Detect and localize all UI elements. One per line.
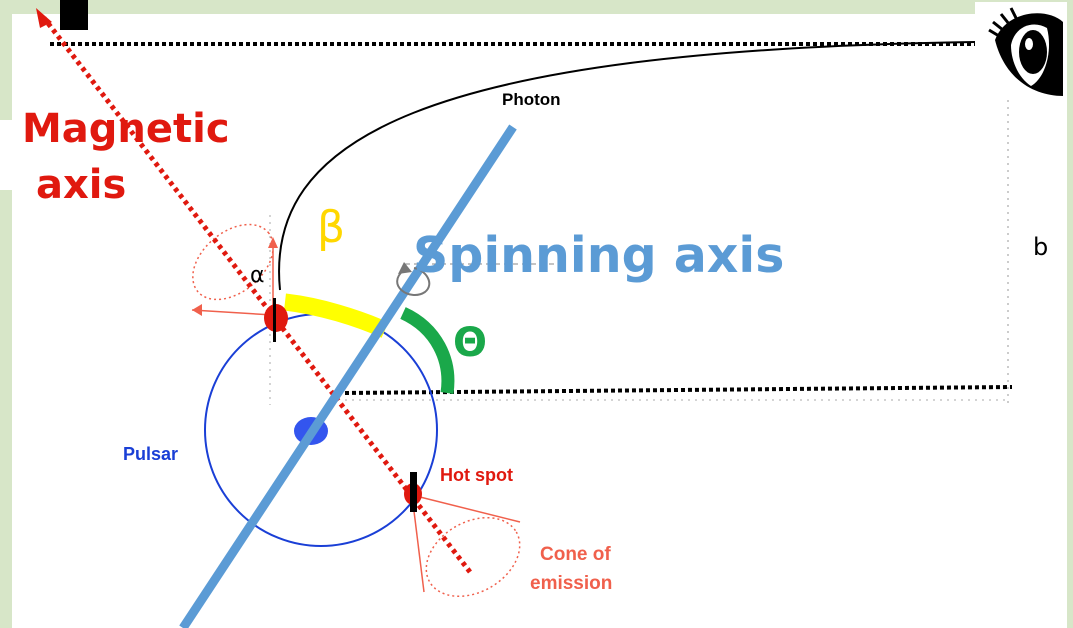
canvas <box>12 14 1067 628</box>
eye-icon <box>975 2 1067 100</box>
frame-left <box>0 0 12 628</box>
frame-right <box>1067 0 1073 628</box>
spinning-axis-label: Spinning axis <box>413 227 784 284</box>
theta-label: Θ <box>453 320 487 366</box>
photon-label: Photon <box>502 90 561 109</box>
magnetic-axis-arrowhead <box>36 8 52 28</box>
cone-of-emission-label-1: Cone of <box>540 544 611 565</box>
rotation-arrow-icon <box>396 262 431 296</box>
frame-notch <box>0 120 22 190</box>
magnetic-axis-label-2: axis <box>36 162 126 208</box>
emission-tick-upper <box>273 298 276 342</box>
psi-marker <box>60 0 88 30</box>
pulsar-label: Pulsar <box>123 444 178 464</box>
hot-spot-tick <box>410 472 417 512</box>
b-label: b <box>1033 233 1048 261</box>
line-of-sight-bottom <box>344 385 1013 395</box>
beta-label: β <box>317 202 345 253</box>
beta-arc <box>283 293 389 338</box>
magnetic-axis-label-1: Magnetic <box>22 106 230 152</box>
photon-path <box>278 41 976 291</box>
theta-arc <box>400 307 455 394</box>
spinning-axis-line <box>179 124 517 628</box>
cone-of-emission-label-2: emission <box>530 573 612 594</box>
alpha-label: α <box>250 263 265 288</box>
frame-top <box>0 0 1073 14</box>
hot-spot-label: Hot spot <box>440 465 513 485</box>
